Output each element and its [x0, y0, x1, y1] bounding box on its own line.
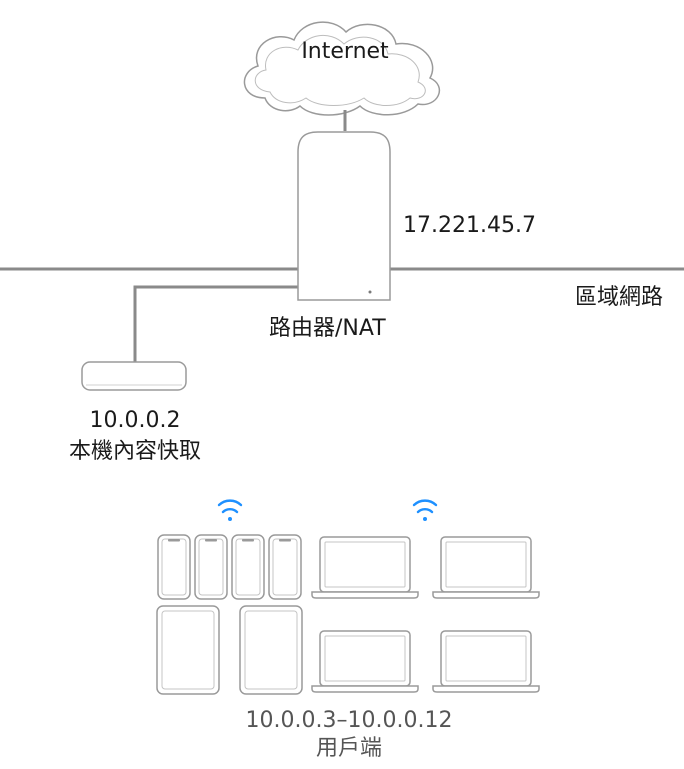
- clients-label: 用戶端: [315, 736, 383, 761]
- lan-label: 區域網路: [575, 285, 664, 310]
- clients-ip-range: 10.0.0.3–10.0.0.12: [245, 708, 453, 733]
- internet-label: Internet: [301, 39, 389, 64]
- cloud-icon: [243, 21, 441, 116]
- phone-icon-4: [268, 534, 302, 600]
- laptop-icon-3: [311, 630, 419, 693]
- wifi-icon-left: [217, 499, 243, 521]
- wifi-icon-right: [412, 499, 438, 521]
- laptop-icon-1: [311, 536, 419, 599]
- phone-icon-1: [157, 534, 191, 600]
- cache-connector: [133, 285, 300, 362]
- tablet-icon-1: [156, 605, 220, 695]
- router-label: 路由器/NAT: [269, 316, 386, 341]
- cache-label: 本機內容快取: [68, 439, 202, 464]
- laptop-icon-4: [432, 630, 540, 693]
- router-public-ip: 17.221.45.7: [403, 213, 536, 238]
- phone-icon-2: [194, 534, 228, 600]
- laptop-icon-2: [432, 536, 540, 599]
- cache-ip: 10.0.0.2: [89, 408, 181, 433]
- phone-icon-3: [231, 534, 265, 600]
- router-icon: [297, 131, 391, 301]
- tablet-icon-2: [239, 605, 303, 695]
- cache-server-icon: [81, 361, 187, 391]
